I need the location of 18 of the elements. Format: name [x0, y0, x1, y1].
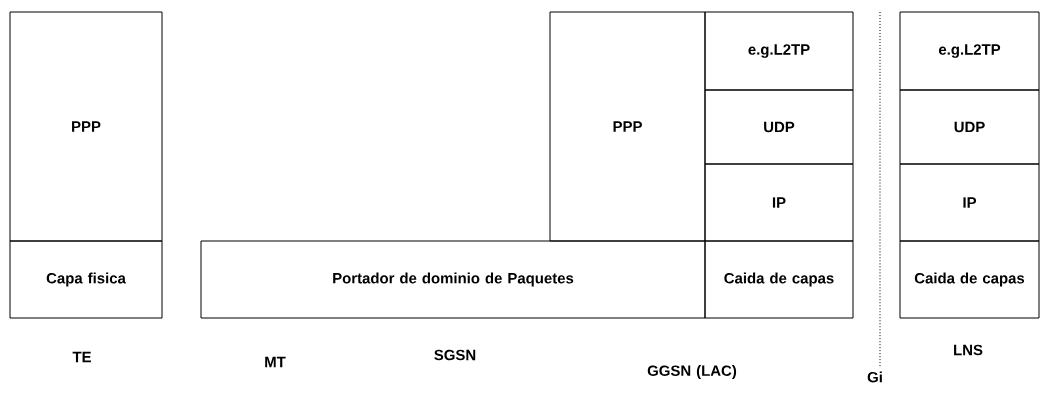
layer-box: Caida de capas: [899, 240, 1040, 319]
node-label: LNS: [954, 344, 983, 356]
node-label: Gi: [867, 371, 882, 383]
node-label: MT: [265, 356, 286, 368]
node-label: GGSN (LAC): [647, 365, 737, 379]
layer-box: e.g.L2TP: [899, 11, 1040, 91]
layer-box: UDP: [704, 89, 854, 165]
layer-box: Capa fisica: [9, 240, 163, 319]
layer-box: PPP: [9, 11, 163, 242]
layer-box: UDP: [899, 89, 1040, 165]
layer-box: IP: [704, 163, 854, 242]
layer-box: Portador de dominio de Paquetes: [200, 240, 706, 319]
node-label: SGSN: [434, 349, 476, 361]
layer-box: e.g.L2TP: [704, 11, 854, 91]
layer-box: Caida de capas: [704, 240, 854, 319]
layer-box: PPP: [549, 11, 706, 242]
layer-box: IP: [899, 163, 1040, 242]
node-label: TE: [72, 351, 91, 363]
